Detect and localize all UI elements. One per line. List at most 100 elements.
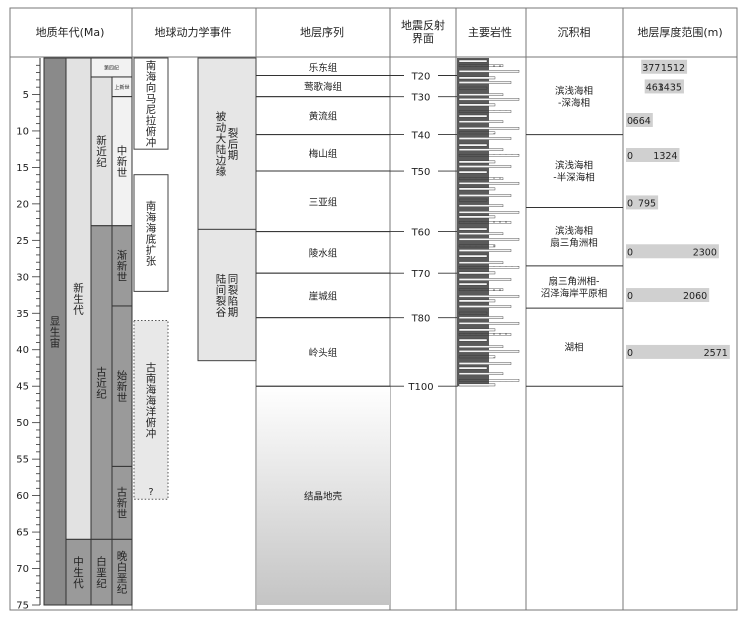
thickness-max-label: 2300 [693,247,717,258]
lithology-layer [458,215,496,219]
axis-tick-label: 65 [16,528,29,539]
stratum-label: 三亚组 [309,196,338,208]
thickness-bar [626,288,710,303]
thickness-max-label: 664 [633,116,651,127]
outer-frame [9,7,738,611]
lithology-layer [458,350,520,353]
eon-label: 显生宙 [50,315,61,349]
lithology-layer [458,372,504,376]
lithology-column [457,58,520,387]
seismic-label: T70 [411,269,431,280]
epoch-label: 古新世 [117,486,128,521]
thickness-min-label: 0 [627,247,633,258]
epoch-label: 第四纪 [104,64,119,71]
tectonic-label-1-col-1: 陆间裂谷 [216,272,227,318]
thickness-min-label: 0 [627,291,633,302]
lithology-layer [458,288,504,292]
facies-label-0: 滨浅海相-深海相 [555,85,593,109]
axis-tick-label: 25 [16,236,29,247]
lithology-layer [458,237,520,241]
lithology-layer [458,160,496,164]
column-headers: 地质年代(Ma) 地球动力学事件 地层序列 地震反射界面 主要岩性 沉积相 地层… [36,18,723,45]
seismic-label: T50 [411,167,431,178]
lithology-layer [458,103,496,107]
thickness-max-label: 2060 [683,291,707,302]
axis-tick-label: 5 [23,90,29,101]
lithology-layer [458,305,512,308]
epoch-label: 中新世 [117,144,128,179]
period-label: 白垩纪 [96,555,107,590]
lithology-layer [458,126,520,130]
seismic-label: T80 [411,314,431,325]
header-events: 地球动力学事件 [155,25,232,39]
lithology-layer [458,69,520,73]
header-seismic: 地震反射界面 [401,18,445,45]
lithology-layer [458,271,496,275]
stratum-label: 乐东组 [309,62,338,74]
lithology-layer [458,278,512,281]
stratum-label: 崖城组 [309,290,338,302]
event-note: ? [148,487,153,498]
tectonic-label-0-col-0: 裂后期 [228,127,239,162]
lithology-layer [458,333,512,336]
lithology-layer [458,177,504,181]
seismic-label: T20 [411,72,431,83]
seismic-label-bg [404,70,438,81]
lithology-layer [458,165,512,168]
lithology-layer [458,338,488,342]
seismic-label-bg [404,129,438,140]
lithology-layer [458,204,504,208]
facies-label-2: 滨浅海相扇三角洲相 [550,225,598,249]
axis-tick-label: 20 [16,199,29,210]
axis-tick-label: 75 [16,601,29,612]
header-facies: 沉积相 [558,26,591,39]
thickness-bar [626,344,730,359]
facies-label-3: 扇三角洲相-沼泽海岸平原相 [541,276,608,300]
axis-tick-label: 50 [16,418,29,429]
lithology-layer [458,76,496,80]
lithology-layer [458,86,488,90]
tectonic-label-1-col-0: 同裂陷期 [228,273,239,318]
event-band [133,57,169,150]
lithology-layer [458,362,512,365]
seismic-label: T100 [407,382,433,393]
lithology-layer [458,261,504,265]
seismic-label-bg [404,226,438,237]
facies-column: 滨浅海相-深海相滨浅海相-半深海相滨浅海相扇三角洲相扇三角洲相-沼泽海岸平原相湖… [526,85,623,387]
stratum-label: 陵水组 [309,247,338,259]
thickness-bar [641,59,688,74]
lithology-layer [458,345,504,349]
lithology-layer [458,153,520,157]
lithology-layer [458,210,520,214]
lithology-layer [458,322,520,325]
thickness-max-label: 1435 [658,82,682,93]
stratum-label: 结晶地壳 [304,491,343,503]
lithology-layer [458,355,496,359]
era-label: 新生代 [73,282,84,317]
stratum-label: 黄流组 [309,111,338,123]
lithology-layer [458,181,520,185]
thickness-max-label: 2571 [704,348,728,359]
tectonic-band [197,228,257,362]
thickness-max-label: 1512 [661,63,685,74]
lithology-layer [458,311,488,315]
facies-label-4: 湖相 [564,342,583,354]
lithology-layer [458,114,488,118]
lithology-layer [458,295,520,298]
lithology-layer [458,81,512,84]
event-label-1: 南海海底扩张 [146,199,157,267]
era-label: 中生代 [73,555,84,590]
epoch-band [111,538,133,606]
event-label-2: 古南海海洋俯冲 [146,361,157,440]
thickness-min-label: 0 [627,116,633,127]
lithology-layer [458,170,488,174]
seismic-label: T60 [411,228,431,239]
seismic-label-bg [404,312,438,323]
lithology-layer [458,137,512,140]
period-label: 新近纪 [96,134,107,169]
